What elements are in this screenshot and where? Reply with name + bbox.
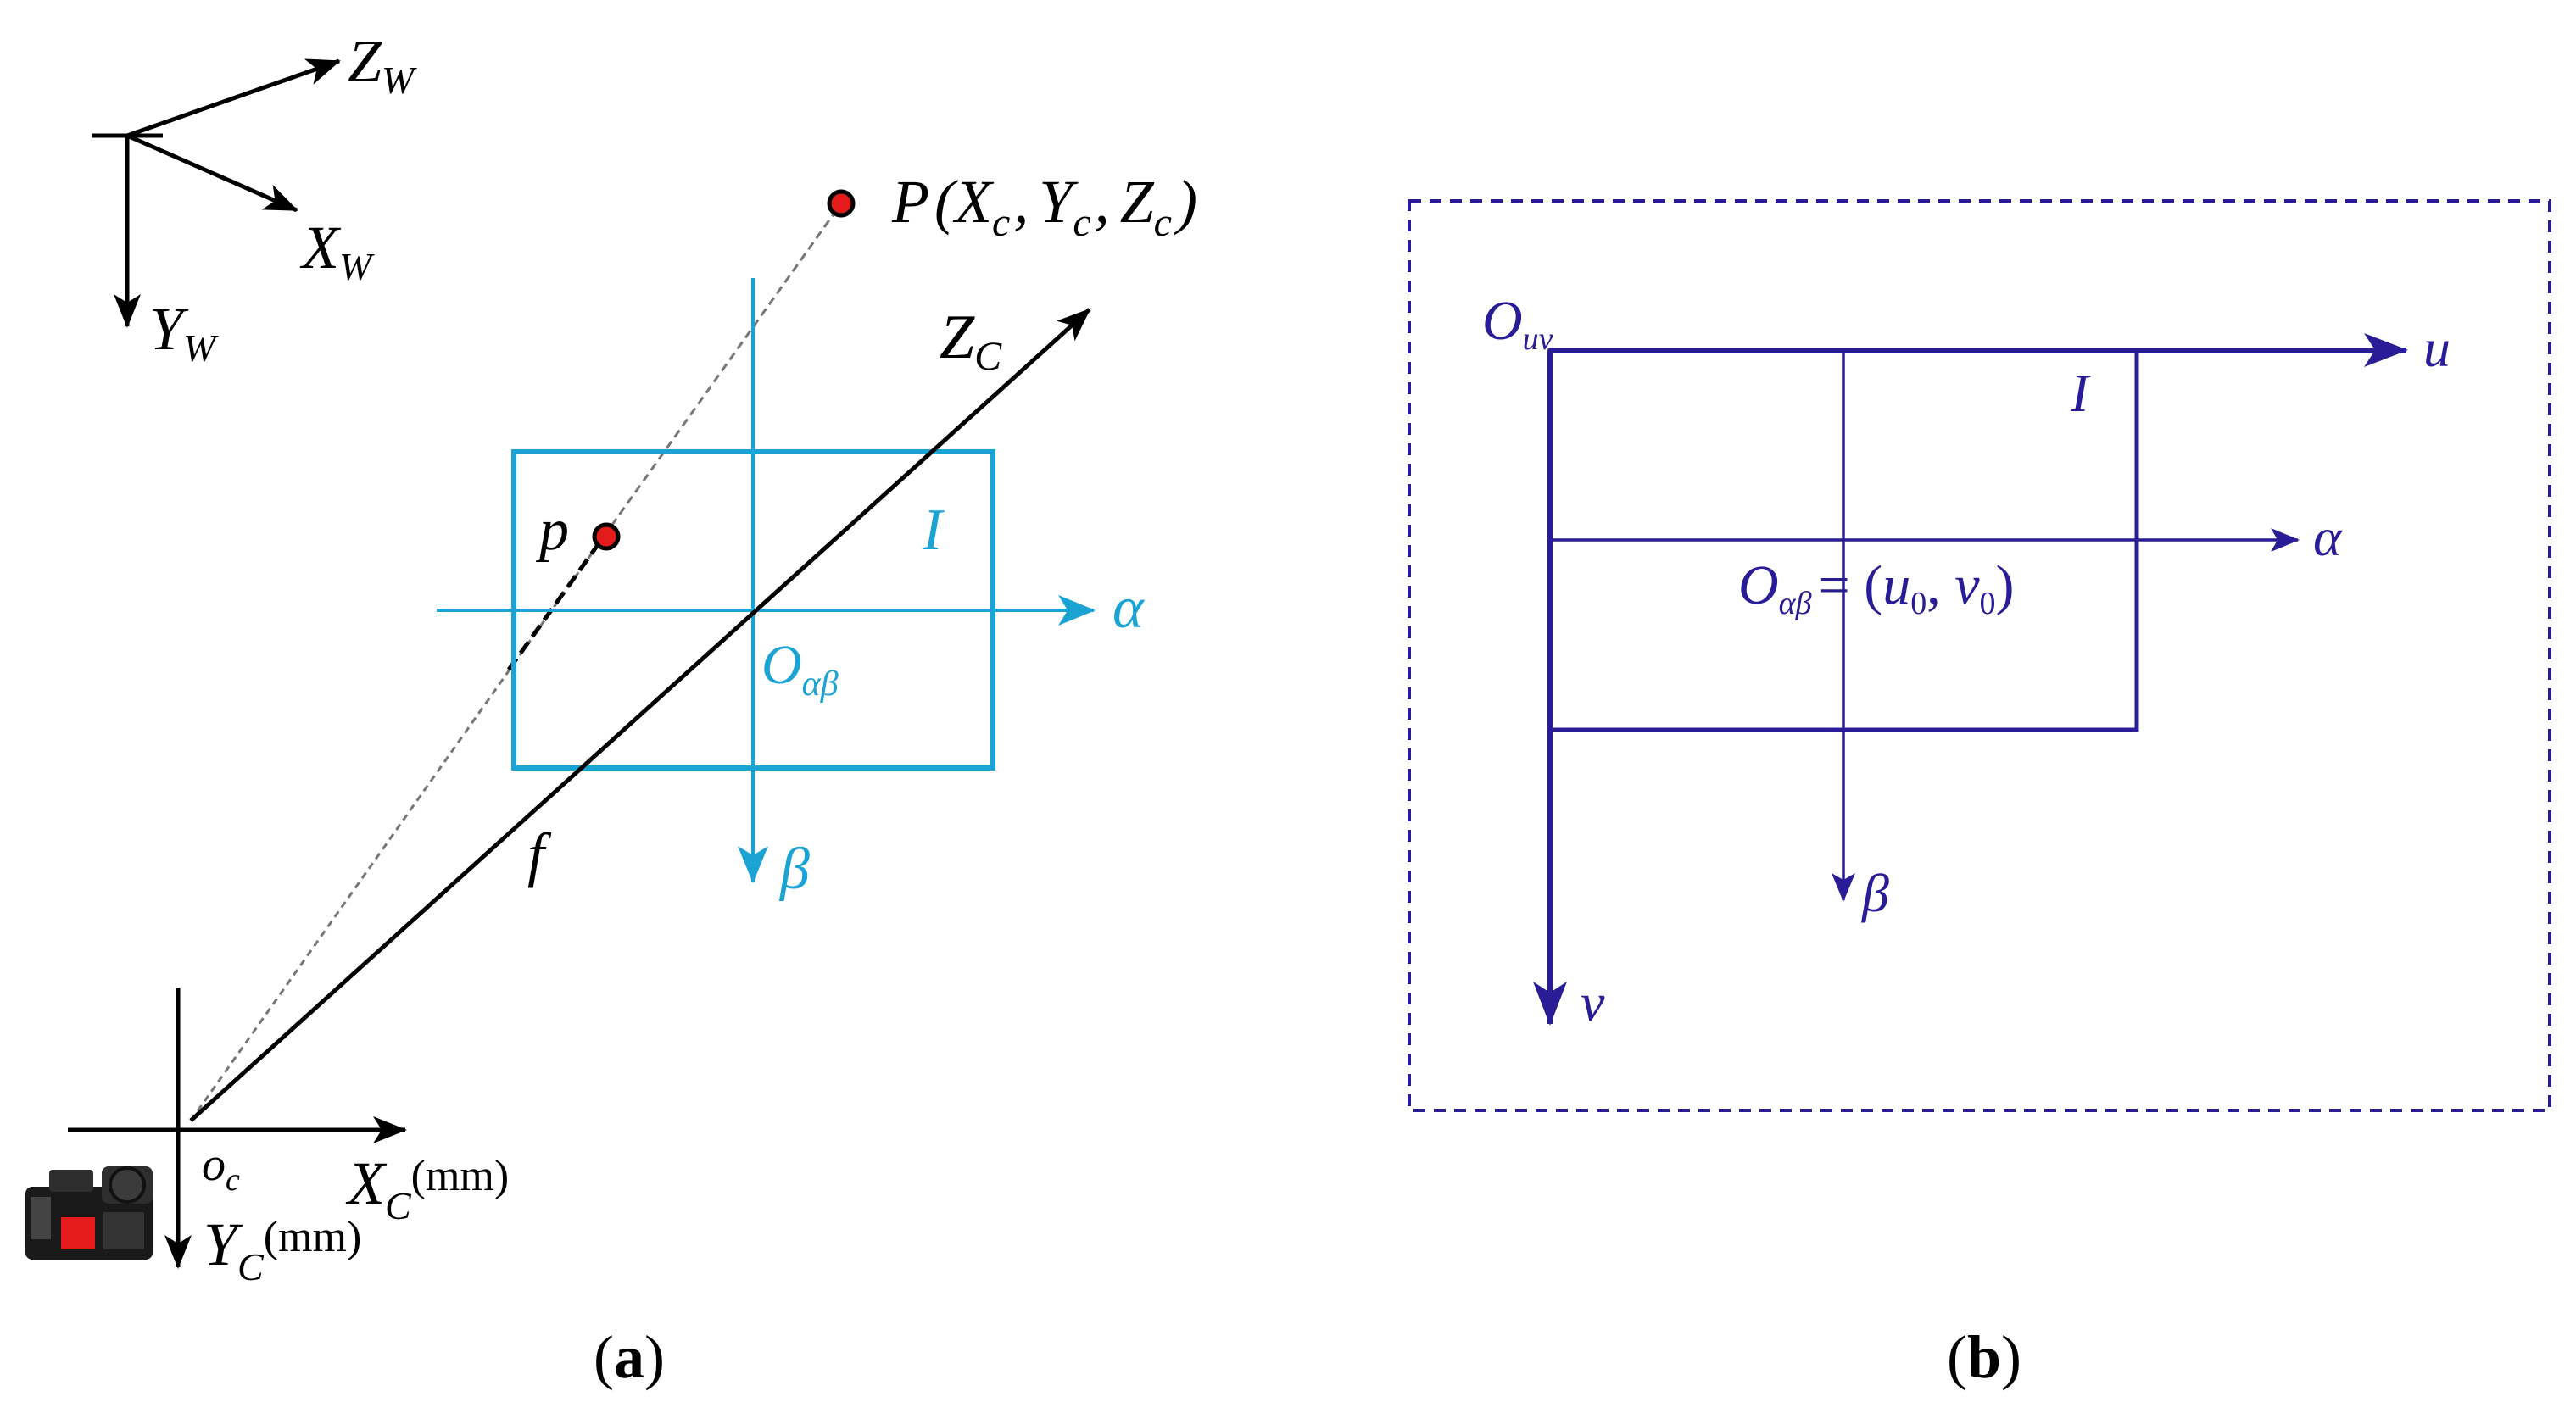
sensor-boundary — [1408, 199, 2551, 1112]
projection-ray-plane — [506, 535, 606, 671]
caption-b: (b) — [1947, 1323, 2021, 1391]
principal-point-label: Oαβ= (u0, v0) — [1738, 554, 2015, 621]
panel-b: Ouv u v I α β Oαβ= (u0, v0) (b) — [1408, 199, 2551, 1391]
point-p-label: p — [535, 498, 569, 563]
alpha-label-b: α — [2313, 507, 2343, 567]
panel-a: ZW XW YW P(Xc,Yc,Zc) ZC p I α β Oαβ f oc… — [25, 27, 1197, 1391]
optical-axis-zc — [189, 308, 1091, 1122]
world-z-label: ZW — [348, 27, 417, 102]
beta-label-b: β — [1860, 863, 1889, 923]
projection-ray-far — [602, 203, 843, 537]
xc-label: XC(mm) — [345, 1149, 509, 1227]
world-axis-x — [125, 133, 298, 213]
alpha-label: α — [1112, 576, 1145, 641]
world-axis-z — [126, 58, 341, 138]
image-point-p — [592, 522, 621, 551]
v-label: v — [1581, 972, 1605, 1032]
focal-length-label: f — [527, 821, 552, 888]
caption-a: (a) — [594, 1323, 665, 1391]
world-x-label: XW — [299, 214, 375, 288]
optical-axis-label: ZC — [940, 303, 1002, 379]
u-label: u — [2423, 318, 2451, 378]
image-plane-label: I — [922, 498, 945, 563]
image-label: I — [2070, 363, 2091, 423]
world-point-P — [827, 189, 856, 218]
camera-icon — [25, 1166, 153, 1260]
beta-label: β — [778, 837, 810, 902]
point-P-label: P(Xc,Yc,Zc) — [891, 168, 1197, 245]
world-y-label: YW — [149, 295, 219, 370]
world-axes — [92, 58, 341, 328]
origin-ab-label: Oαβ — [761, 634, 839, 704]
yc-label: YC(mm) — [204, 1210, 361, 1288]
origin-uv-label: Ouv — [1482, 290, 1553, 357]
camera-origin-label: oc — [202, 1138, 240, 1198]
